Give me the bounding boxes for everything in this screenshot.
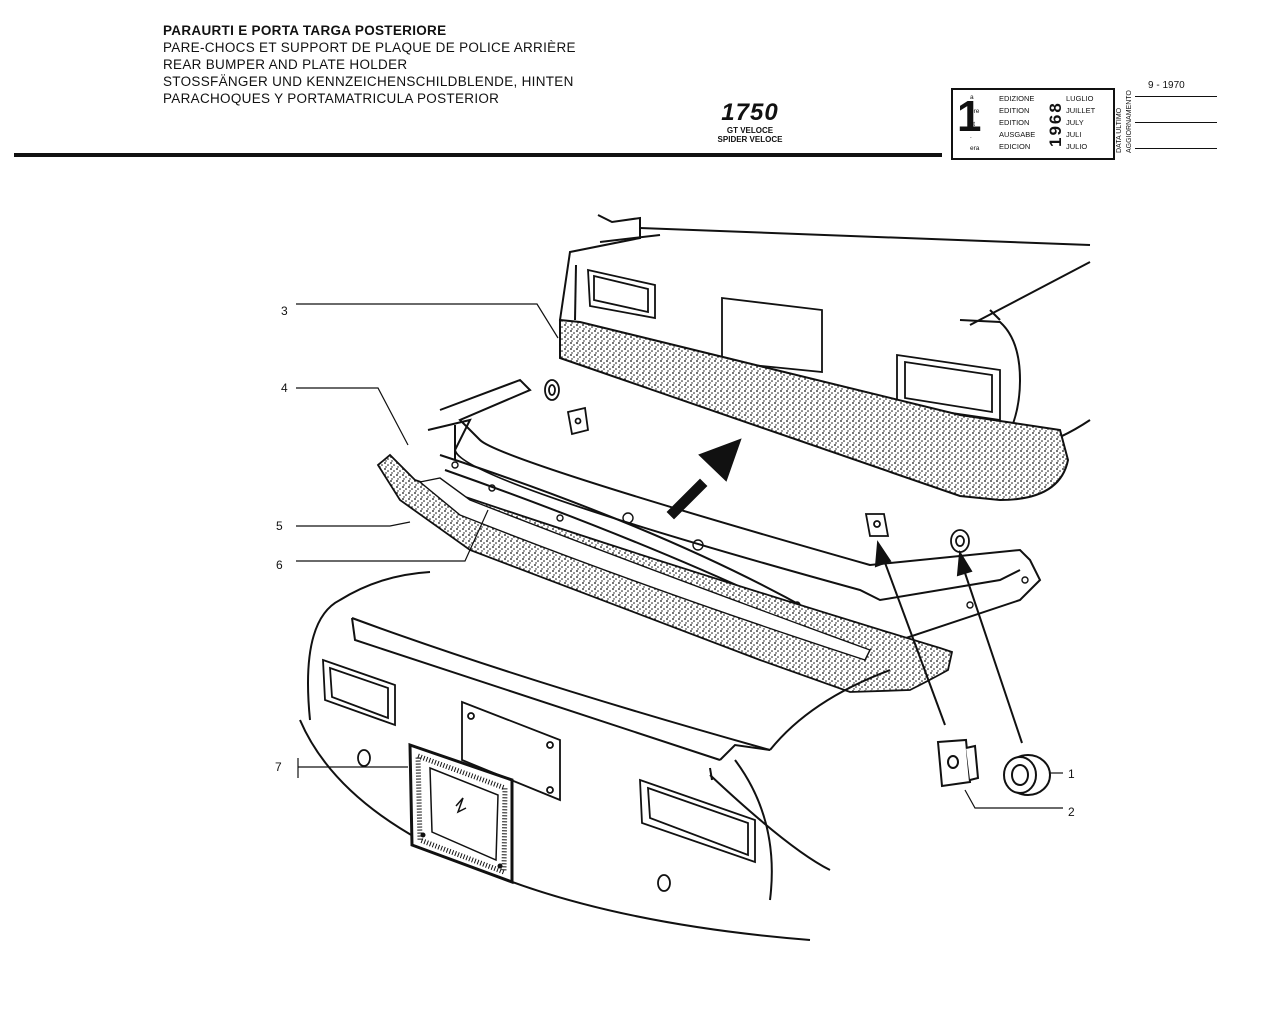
update-line — [1135, 148, 1217, 149]
lower-plate-area — [461, 700, 561, 802]
callout-4: 4 — [281, 381, 288, 395]
callout-7: 7 — [275, 760, 282, 774]
edition-month: JULIO — [1066, 142, 1088, 151]
title-italian: PARAURTI E PORTA TARGA POSTERIORE — [163, 23, 447, 38]
rubber-grommet-detail — [1003, 754, 1051, 796]
lower-tail-light-right — [639, 778, 756, 864]
edition-month: LUGLIO — [1066, 94, 1094, 103]
upper-plate-area — [721, 296, 823, 373]
edition-month: JUILLET — [1066, 106, 1096, 115]
update-line — [1135, 122, 1217, 123]
lower-tail-light-left — [322, 658, 396, 727]
edition-label: EDITION — [999, 106, 1030, 115]
edition-suffix: . — [970, 133, 972, 140]
edition-label: AUSGABE — [999, 130, 1036, 139]
header-rule — [14, 153, 942, 157]
spring-clip-detail — [936, 738, 980, 788]
assembly-arrow — [666, 438, 742, 520]
title-german: STOSSFÄNGER UND KENNZEICHENSCHILDBLENDE,… — [163, 74, 574, 89]
title-french: PARE-CHOCS ET SUPPORT DE PLAQUE DE POLIC… — [163, 40, 576, 55]
edition-suffix: ere — [970, 108, 980, 115]
edition-label: EDIZIONE — [999, 94, 1035, 103]
lower-side-markers — [357, 749, 671, 892]
callout-5: 5 — [276, 519, 283, 533]
rubber-washer-center — [950, 529, 970, 553]
upper-bumper-mounted — [559, 318, 1070, 502]
plate-holder-frame — [408, 742, 514, 885]
model-number: 1750 — [721, 99, 779, 126]
edition-box: 1 a ere st . era EDIZIONE EDITION EDITIO… — [951, 88, 1115, 160]
title-block: PARAURTI E PORTA TARGA POSTERIORE PARE-C… — [163, 22, 576, 107]
part-arrow — [874, 540, 1023, 744]
edition-number: 1 — [957, 92, 982, 141]
callout-3: 3 — [281, 304, 288, 318]
callout-6: 6 — [276, 558, 283, 572]
callout-2: 2 — [1068, 805, 1075, 819]
lower-car-body — [299, 571, 891, 941]
title-english: REAR BUMPER AND PLATE HOLDER — [163, 57, 408, 72]
edition-suffix: st — [970, 121, 976, 128]
upper-tail-light-left — [587, 268, 656, 320]
edition-suffix: era — [970, 145, 980, 152]
bumper-seal-strip — [418, 477, 871, 661]
spring-clip-center — [864, 513, 890, 537]
edition-label: EDICION — [999, 142, 1031, 151]
edition-month: JULI — [1066, 130, 1082, 139]
last-update-date: 9 - 1970 — [1148, 80, 1185, 91]
model-block: 1750 GT VELOCE SPIDER VELOCE — [700, 99, 800, 145]
edition-label: EDITION — [999, 118, 1030, 127]
rubber-washer-small — [544, 379, 560, 401]
spring-clip-small — [566, 406, 590, 436]
model-variant-gt: GT VELOCE — [726, 126, 774, 135]
callout-leaders — [296, 303, 1063, 809]
model-variant-spider: SPIDER VELOCE — [717, 135, 783, 144]
callout-1: 1 — [1068, 767, 1075, 781]
update-line — [1135, 96, 1217, 97]
edition-suffix: a — [970, 94, 974, 101]
title-spanish: PARACHOQUES Y PORTAMATRICULA POSTERIOR — [163, 91, 500, 106]
edition-month: JULY — [1066, 118, 1084, 127]
